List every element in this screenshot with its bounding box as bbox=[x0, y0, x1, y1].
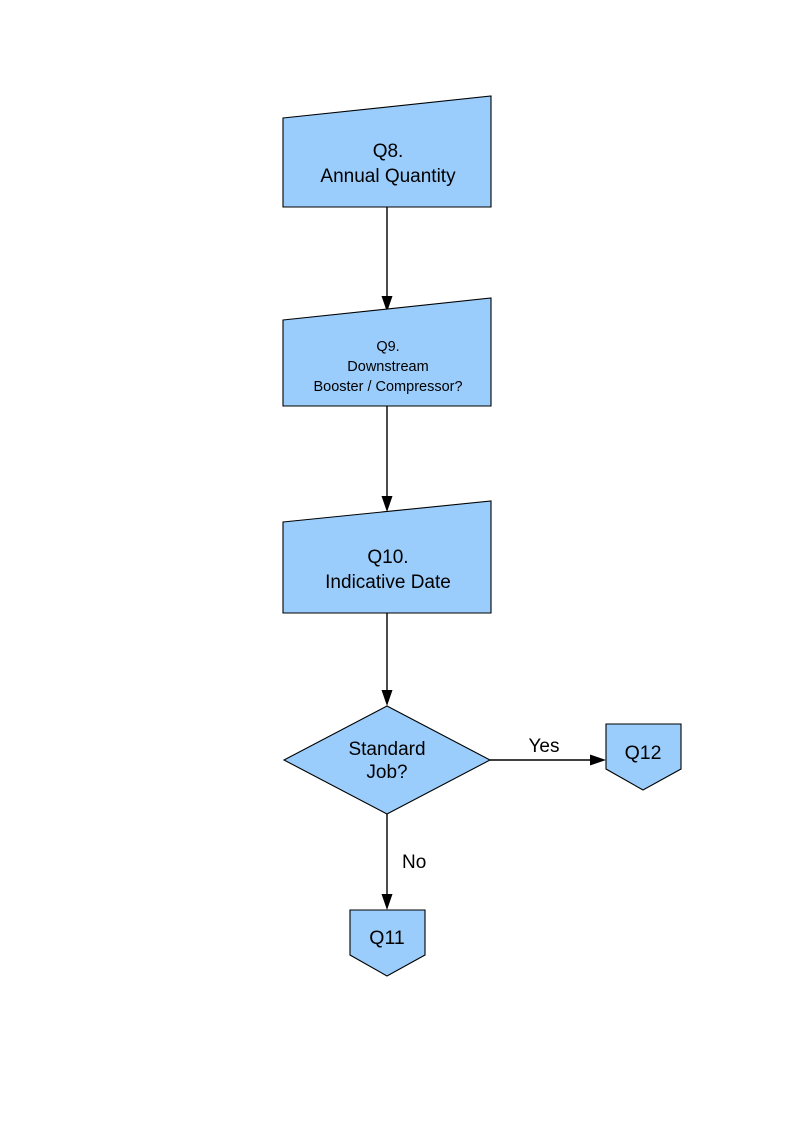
edge-q9-to-q10-arrowhead bbox=[381, 496, 393, 512]
node-q8-shape[interactable] bbox=[282, 95, 492, 208]
edge-decision-to-q11 bbox=[381, 814, 393, 910]
node-q9-label-line2: Downstream bbox=[347, 359, 428, 375]
node-q12-shape[interactable] bbox=[605, 723, 682, 791]
node-q10-label-line1: Q10. bbox=[367, 547, 408, 568]
node-q10[interactable]: Q10. Indicative Date bbox=[282, 500, 492, 614]
edge-q8-to-q9 bbox=[381, 207, 393, 312]
node-q11-shape[interactable] bbox=[349, 909, 426, 977]
node-q9-shape[interactable] bbox=[282, 297, 492, 407]
node-q8-label-line1: Q8. bbox=[373, 141, 404, 162]
node-decision-standard-job[interactable]: Standard Job? bbox=[282, 705, 492, 815]
edge-q10-to-decision-arrowhead bbox=[381, 690, 393, 706]
node-q12-label: Q12 bbox=[625, 742, 662, 764]
node-decision-label-line2: Job? bbox=[366, 762, 407, 783]
node-decision-shape[interactable] bbox=[282, 705, 492, 815]
node-q8-label-line2: Annual Quantity bbox=[320, 166, 456, 187]
edge-q8-to-q9-arrowhead bbox=[381, 296, 393, 312]
node-q10-label-line2: Indicative Date bbox=[325, 572, 451, 593]
node-q11[interactable]: Q11 bbox=[349, 909, 426, 977]
node-q8[interactable]: Q8. Annual Quantity bbox=[282, 95, 492, 208]
node-q10-shape[interactable] bbox=[282, 500, 492, 614]
edge-decision-to-q12-arrowhead bbox=[590, 754, 606, 766]
node-q9[interactable]: Q9. Downstream Booster / Compressor? bbox=[282, 297, 492, 407]
node-q11-label: Q11 bbox=[369, 927, 404, 949]
node-q9-label-line3: Booster / Compressor? bbox=[313, 379, 462, 395]
edge-decision-to-q12 bbox=[490, 754, 606, 766]
node-decision-label-line1: Standard bbox=[348, 739, 425, 760]
edge-label-yes: Yes bbox=[529, 736, 560, 757]
edge-q9-to-q10 bbox=[381, 406, 393, 512]
node-q9-label-line1: Q9. bbox=[376, 339, 399, 355]
edge-q10-to-decision bbox=[381, 613, 393, 706]
edge-decision-to-q11-arrowhead bbox=[381, 894, 393, 910]
edge-label-no: No bbox=[402, 852, 426, 873]
node-q12[interactable]: Q12 bbox=[605, 723, 682, 791]
